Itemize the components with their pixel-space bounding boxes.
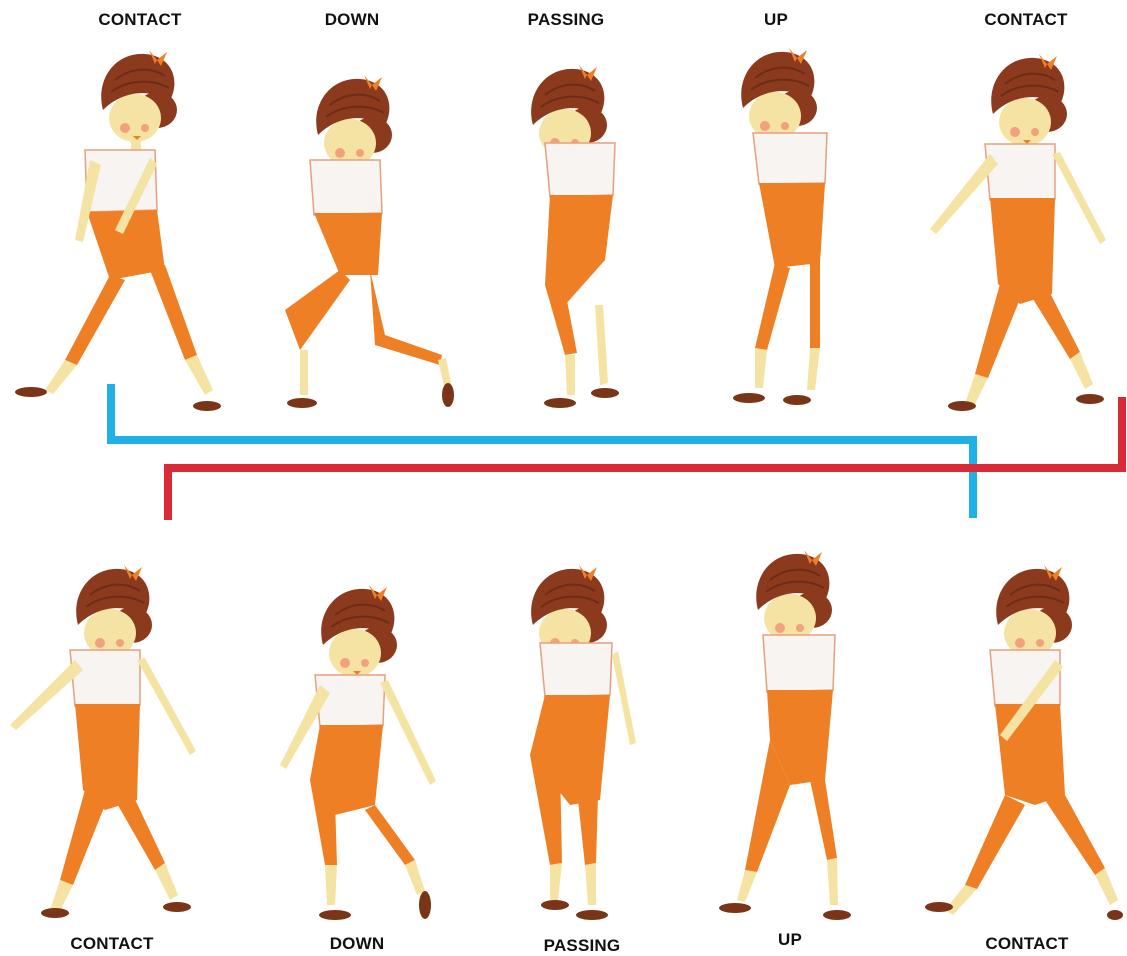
- top-figure-passing: [505, 55, 645, 415]
- bottom-figure-contact-1: [5, 555, 205, 925]
- walking-character-icon: [5, 555, 205, 925]
- walking-character-icon: [505, 55, 645, 415]
- top-figure-up: [715, 38, 855, 408]
- walking-character-icon: [920, 44, 1120, 419]
- walking-character-icon: [270, 65, 460, 415]
- walking-character-icon: [5, 40, 230, 420]
- bottom-figure-passing: [500, 555, 650, 925]
- bottom-figure-down: [275, 575, 445, 925]
- bottom-figure-contact-2: [925, 555, 1125, 925]
- walking-character-icon: [500, 555, 650, 925]
- top-figure-contact-1: [5, 40, 230, 420]
- top-figure-down: [270, 65, 460, 415]
- top-figure-contact-2: [920, 44, 1120, 419]
- walking-character-icon: [275, 575, 445, 925]
- bottom-figure-up: [715, 540, 875, 925]
- walking-character-icon: [715, 38, 855, 408]
- walking-character-icon: [925, 555, 1125, 925]
- walking-character-icon: [715, 540, 875, 925]
